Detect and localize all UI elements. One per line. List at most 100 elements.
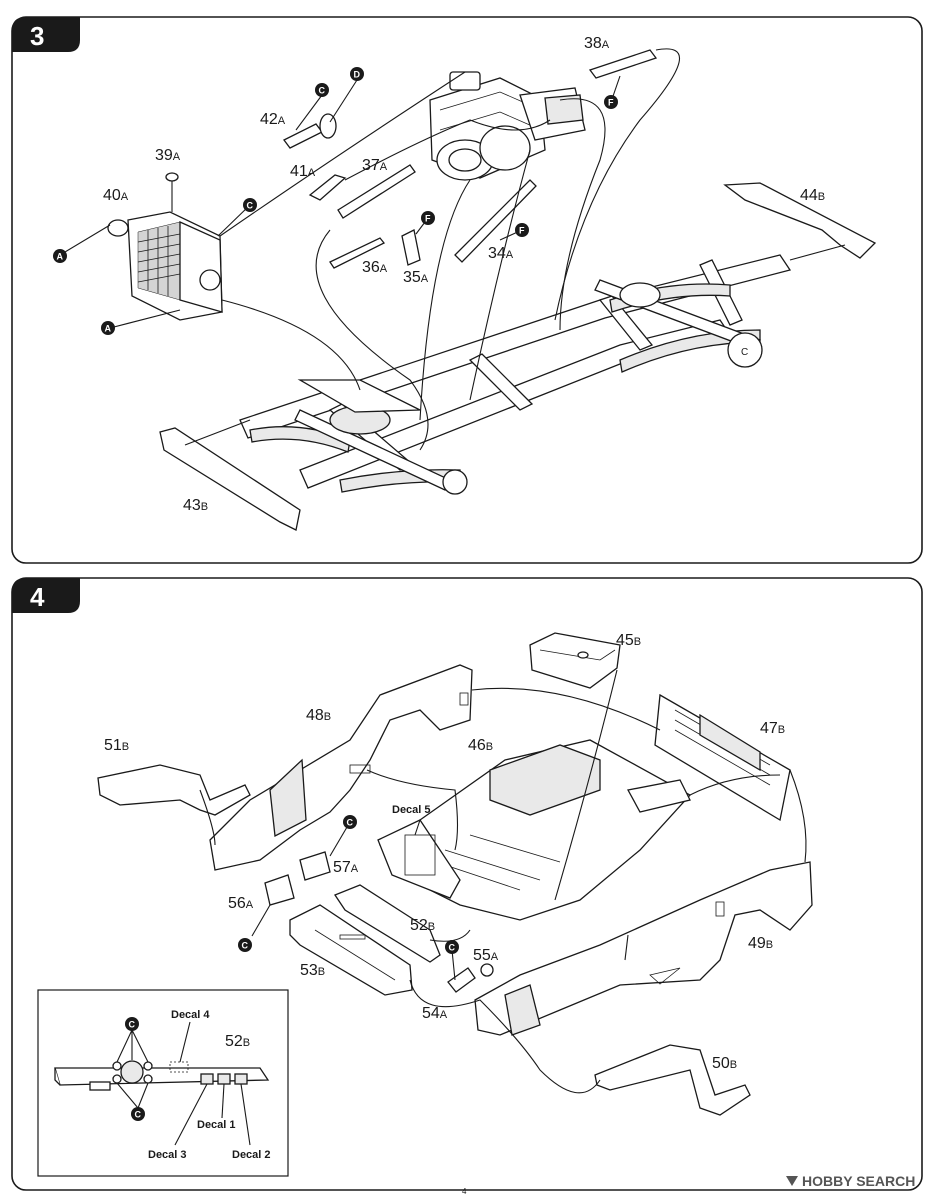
step-3-badge: 3 [12, 17, 80, 52]
marker-c: C [243, 198, 257, 212]
decal-1-label: Decal 1 [197, 1119, 236, 1131]
label-42A: 42A [260, 111, 286, 128]
inset-label-52B: 52B [225, 1033, 250, 1050]
step-4-labels: 45B 48B 47B 46B 51B 57A 56A 52B 55A 53B … [104, 632, 785, 1072]
label-45B: 45B [616, 632, 641, 649]
label-56A: 56A [228, 895, 254, 912]
label-51B: 51B [104, 737, 129, 754]
decal-5-label: Decal 5 [392, 804, 431, 816]
svg-text:F: F [608, 98, 614, 108]
svg-text:C: C [129, 1020, 136, 1030]
air-filter-part [283, 113, 337, 149]
step-4-leader-lines [199, 669, 807, 1094]
marker-c: C [445, 940, 459, 954]
cowl-part-53B [289, 904, 413, 996]
page-number: 4 [462, 1187, 467, 1196]
svg-text:D: D [354, 70, 361, 80]
part-55A [480, 963, 494, 977]
step-number: 4 [30, 582, 45, 612]
label-53B: 53B [300, 962, 325, 979]
label-35A: 35A [403, 269, 429, 286]
chassis-frame: C [239, 254, 792, 495]
label-52B: 52B [410, 917, 435, 934]
part-37A [337, 164, 416, 219]
decal-3-label: Decal 3 [148, 1149, 187, 1161]
watermark: HOBBY SEARCH [786, 1173, 915, 1189]
label-39A: 39A [155, 147, 181, 164]
marker-a: A [53, 249, 67, 263]
svg-text:C: C [135, 1110, 142, 1120]
label-48B: 48B [306, 707, 331, 724]
label-40A: 40A [103, 187, 129, 204]
step-3-markers: C D F C A A F F [53, 67, 618, 335]
radiator-cap [165, 172, 179, 212]
engine-assembly [429, 71, 586, 181]
part-35A [401, 229, 421, 266]
part-41A [308, 174, 347, 201]
svg-text:C: C [741, 347, 748, 358]
step-4-panel: 4 [11, 577, 923, 1191]
front-bumper-part [159, 427, 301, 531]
dashboard-part-52B [334, 884, 441, 963]
label-43B: 43B [183, 497, 208, 514]
part-54A [447, 967, 476, 993]
label-49B: 49B [748, 935, 773, 952]
page-footer: 4 HOBBY SEARCH [410, 1173, 915, 1196]
svg-text:A: A [105, 324, 112, 334]
label-47B: 47B [760, 720, 785, 737]
part-36A [329, 237, 386, 269]
step-3-leader-lines [59, 48, 846, 451]
decal-4-label: Decal 4 [171, 1009, 210, 1021]
label-57A: 57A [333, 859, 359, 876]
svg-text:F: F [519, 226, 525, 236]
svg-text:C: C [347, 818, 354, 828]
watermark-logo-icon [786, 1176, 798, 1186]
svg-text:C: C [242, 941, 249, 951]
label-44B: 44B [800, 187, 825, 204]
part-34A [454, 179, 537, 263]
right-body-side-part [474, 861, 813, 1036]
step-4-markers: C C C [238, 815, 459, 954]
svg-text:A: A [57, 252, 64, 262]
fuel-tank-part [529, 632, 621, 689]
svg-text:C: C [449, 943, 456, 953]
label-38A: 38A [584, 35, 610, 52]
part-38A [588, 49, 658, 79]
marker-f: F [515, 223, 529, 237]
left-body-side-part [209, 664, 473, 871]
marker-a: A [101, 321, 115, 335]
part-56A [264, 874, 295, 906]
label-50B: 50B [712, 1055, 737, 1072]
label-54A: 54A [422, 1005, 448, 1022]
marker-c: C [315, 83, 329, 97]
marker-d: D [350, 67, 364, 81]
step-4-badge: 4 [12, 578, 80, 613]
marker-f: F [421, 211, 435, 225]
label-37A: 37A [362, 157, 388, 174]
rear-bumper-part [723, 182, 877, 259]
seat-part-51B [97, 764, 251, 816]
radiator-part [107, 211, 223, 321]
seat-part-50B [594, 1044, 751, 1116]
part-57A [299, 851, 331, 881]
svg-text:C: C [319, 86, 326, 96]
step-3-labels: 38A 42A 39A 40A 41A 37A 36A 35A 34A 44B … [103, 35, 825, 514]
step-number: 3 [30, 21, 44, 51]
svg-text:HOBBY SEARCH: HOBBY SEARCH [802, 1173, 915, 1189]
marker-f: F [604, 95, 618, 109]
marker-c: C [125, 1017, 139, 1031]
label-55A: 55A [473, 947, 499, 964]
decal-2-label: Decal 2 [232, 1149, 271, 1161]
step-3-panel: 3 C [11, 16, 923, 564]
marker-c: C [238, 938, 252, 952]
svg-text:F: F [425, 214, 431, 224]
marker-c: C [131, 1107, 145, 1121]
body-floor-part [377, 739, 692, 921]
svg-text:C: C [247, 201, 254, 211]
label-36A: 36A [362, 259, 388, 276]
label-46B: 46B [468, 737, 493, 754]
marker-c: C [343, 815, 357, 829]
label-41A: 41A [290, 163, 316, 180]
label-34A: 34A [488, 245, 514, 262]
